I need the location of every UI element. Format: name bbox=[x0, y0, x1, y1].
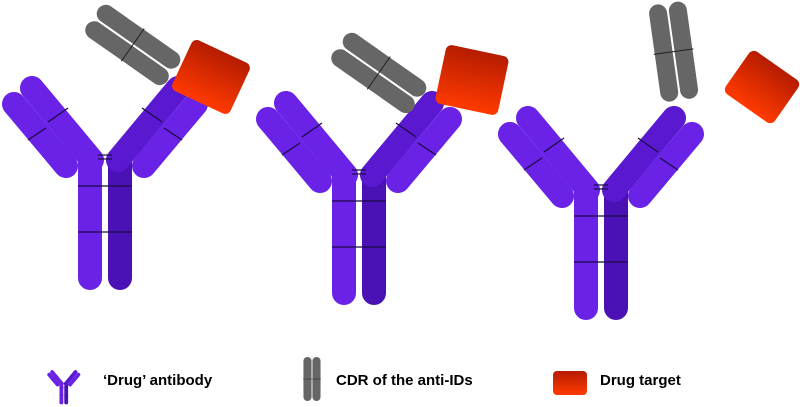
legend-target-icon bbox=[553, 371, 587, 395]
antibody-3 bbox=[510, 118, 692, 308]
legend-cdr-icon bbox=[303, 361, 321, 397]
legend-cdr-label: CDR of the anti-IDs bbox=[336, 372, 473, 389]
target-3 bbox=[724, 50, 800, 124]
cdr-1 bbox=[89, 6, 177, 85]
legend-antibody-label: ‘Drug’ antibody bbox=[103, 372, 213, 389]
cdr-2 bbox=[335, 34, 423, 113]
antibody-2 bbox=[268, 103, 450, 293]
legend-antibody-icon bbox=[47, 370, 81, 405]
cdr-3 bbox=[648, 9, 699, 94]
antibody-1 bbox=[14, 88, 196, 278]
legend-target-label: Drug target bbox=[600, 372, 681, 389]
target-1 bbox=[172, 40, 250, 114]
target-2 bbox=[435, 45, 509, 115]
